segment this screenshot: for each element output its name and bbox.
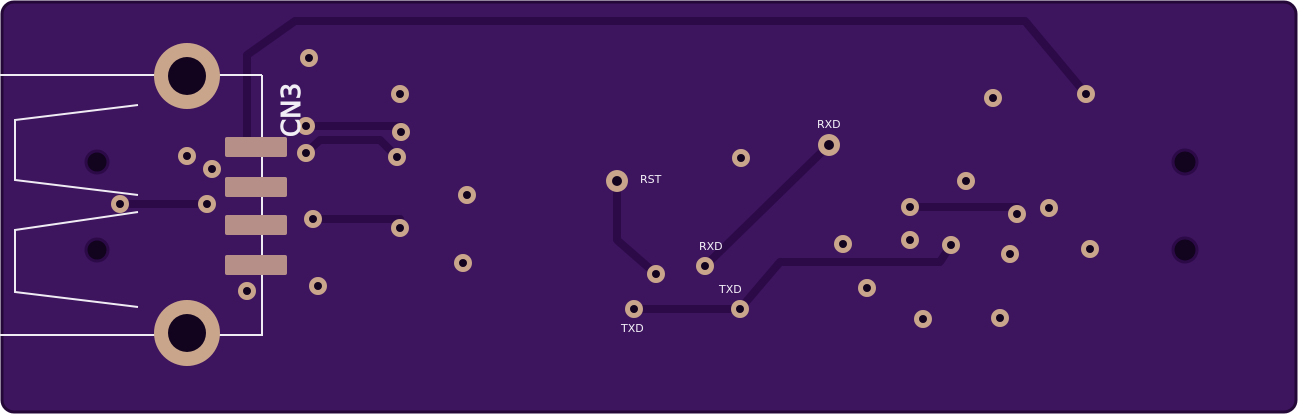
- label-txd-left: TXD: [620, 322, 644, 335]
- npth-usb-upper: [84, 149, 110, 175]
- via-drill-11: [309, 215, 317, 223]
- via-drill-28: [906, 203, 914, 211]
- via-pads: [111, 49, 1099, 328]
- via-drill-33: [1006, 250, 1014, 258]
- via-drill-12: [396, 224, 404, 232]
- via-drill-5: [302, 149, 310, 157]
- trace-rst: [613, 177, 660, 278]
- smd-pad-1: [225, 137, 287, 157]
- via-drill-10: [116, 200, 124, 208]
- via-drill-19: [630, 305, 638, 313]
- via-drill-14: [459, 259, 467, 267]
- via-drill-20: [701, 262, 709, 270]
- via-drill-2: [396, 90, 404, 98]
- via-drill-22: [824, 140, 834, 150]
- smd-pad-3: [225, 215, 287, 235]
- via-drill-3: [302, 122, 310, 130]
- mounting-holes: [154, 43, 220, 366]
- silkscreen-labels: CN3 RST RXD RXD TXD TXD: [277, 82, 841, 335]
- via-drill-4: [397, 128, 405, 136]
- smd-pad-4: [225, 255, 287, 275]
- smd-pad-2: [225, 177, 287, 197]
- via-drill-36: [989, 94, 997, 102]
- via-drill-25: [863, 284, 871, 292]
- mounting-hole-top-drill: [168, 57, 206, 95]
- via-drill-29: [906, 236, 914, 244]
- npth-right-lower: [1171, 236, 1199, 264]
- via-drill-15: [314, 282, 322, 290]
- via-drill-18: [652, 270, 660, 278]
- via-drill-37: [1082, 90, 1090, 98]
- via-drill-23: [737, 154, 745, 162]
- trace-cn3-b: [302, 136, 401, 161]
- label-cn3: CN3: [277, 83, 307, 137]
- via-drill-1: [305, 54, 313, 62]
- smd-pads: [225, 137, 287, 275]
- usb-tongue-lower: [14, 211, 139, 308]
- via-drill-6: [393, 153, 401, 161]
- label-rst: RST: [640, 173, 662, 186]
- label-txd-right: TXD: [718, 283, 742, 296]
- via-drill-16: [243, 287, 251, 295]
- via-drill-34: [1086, 245, 1094, 253]
- via-drill-32: [1045, 204, 1053, 212]
- via-drill-30: [947, 241, 955, 249]
- trace-txd: [630, 241, 955, 313]
- label-rxd-mid: RXD: [699, 240, 723, 253]
- via-drill-9: [203, 200, 211, 208]
- via-drill-27: [962, 177, 970, 185]
- usb-outline-right: [0, 75, 263, 336]
- via-drill-7: [183, 152, 191, 160]
- via-drill-31: [1013, 210, 1021, 218]
- usb-tongue-upper: [14, 104, 139, 196]
- via-drill-8: [208, 165, 216, 173]
- via-drill-26: [919, 315, 927, 323]
- via-drill-21: [736, 305, 744, 313]
- via-drill-17: [612, 176, 622, 186]
- label-rxd-top: RXD: [817, 118, 841, 131]
- via-drill-24: [839, 240, 847, 248]
- unplated-holes: [84, 148, 1199, 264]
- trace-rxd: [701, 141, 833, 270]
- trace-top-loop: [243, 17, 1090, 147]
- via-drill-35: [996, 314, 1004, 322]
- mounting-hole-bottom-drill: [168, 314, 206, 352]
- npth-usb-lower: [84, 237, 110, 263]
- via-drill-13: [463, 191, 471, 199]
- npth-right-upper: [1171, 148, 1199, 176]
